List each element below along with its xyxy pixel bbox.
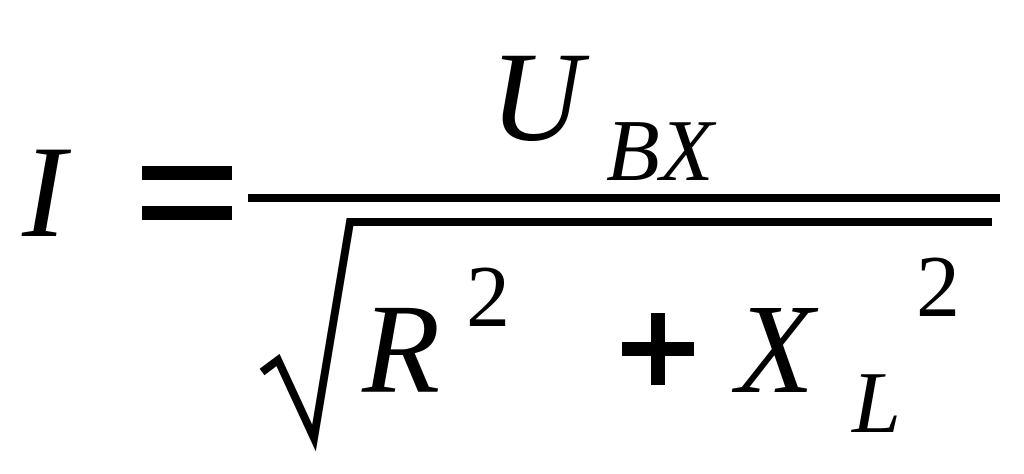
resistance-symbol: R (361, 278, 440, 420)
current-symbol: I (21, 118, 72, 265)
reactance-exponent: 2 (916, 239, 960, 336)
voltage-symbol: U (490, 26, 590, 168)
voltage-subscript: BX (606, 103, 717, 200)
reactance-symbol: X (731, 278, 819, 420)
resistance-exponent: 2 (466, 249, 510, 346)
reactance-subscript: L (850, 355, 901, 452)
radical-sign (259, 218, 992, 452)
plus-sign-text: + (0, 0, 1, 1)
equals-sign: = (142, 166, 232, 220)
plus-sign: + (0, 0, 694, 385)
fraction-bar (248, 194, 1000, 202)
